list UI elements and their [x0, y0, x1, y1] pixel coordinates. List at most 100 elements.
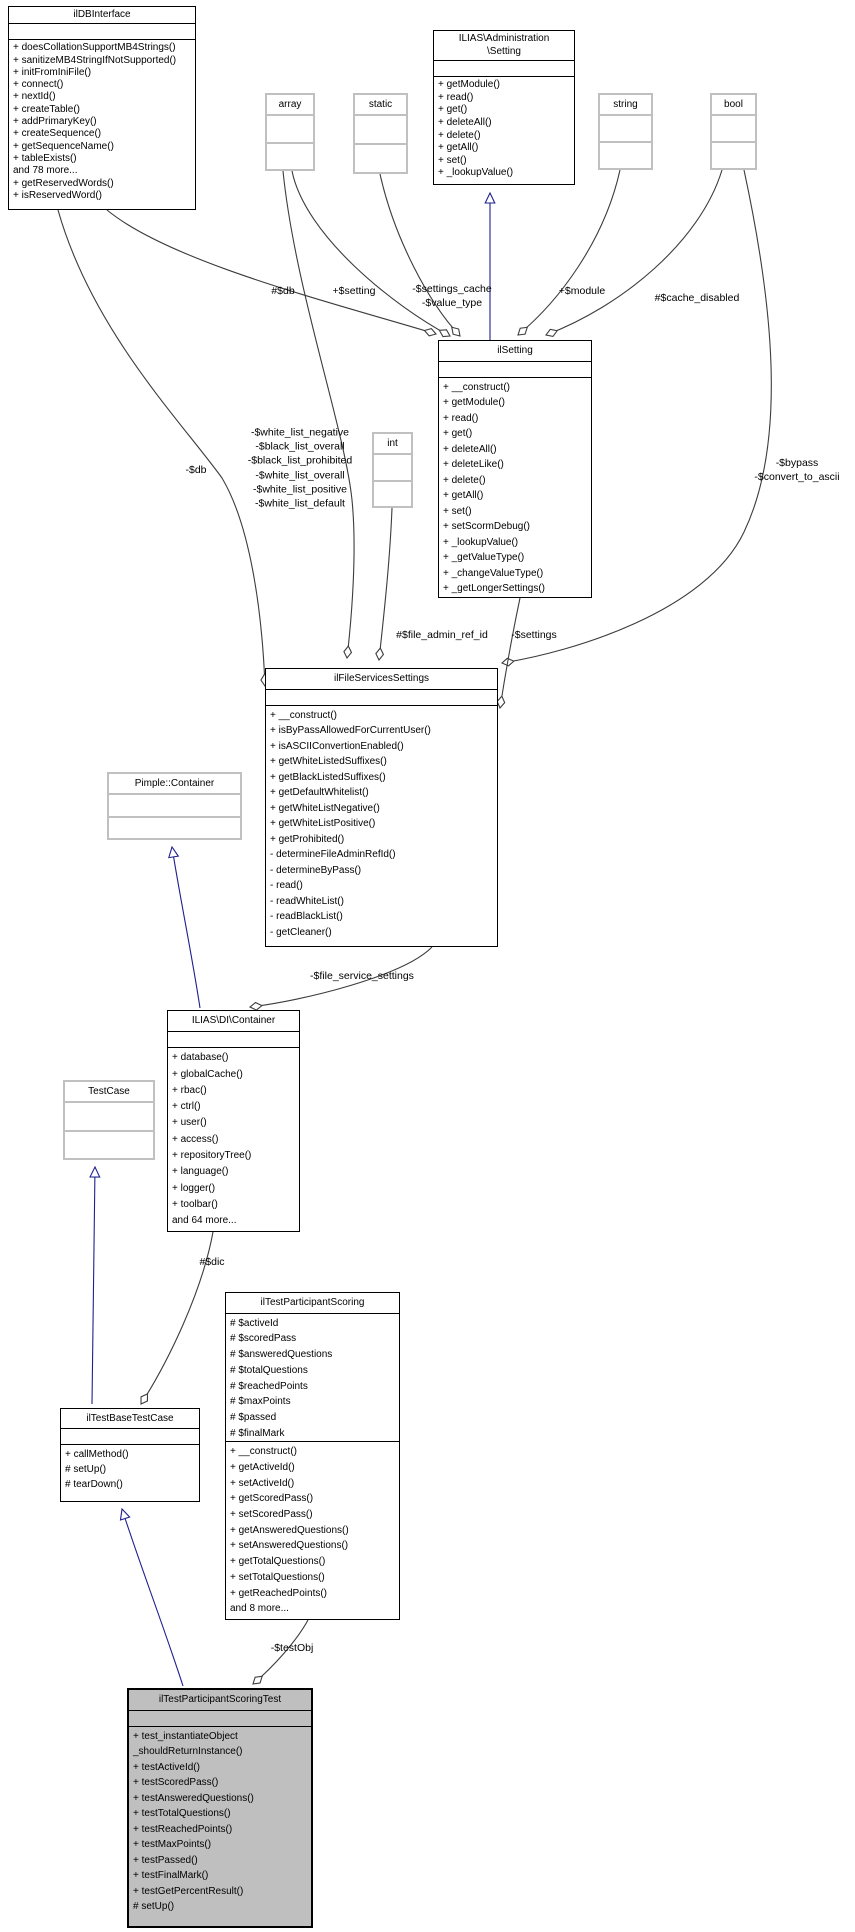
class-title-line: string: [613, 99, 638, 110]
attribute-label: # $scoredPass: [230, 1333, 297, 1345]
method-label: + set(): [438, 154, 467, 166]
edge-label-cache-disabled: #$cache_disabled: [655, 291, 740, 305]
method-label: + sanitizeMB4StringIfNotSupported(): [13, 54, 177, 66]
methods-compartment: + database()+ globalCache()+ rbac()+ ctr…: [168, 1047, 299, 1231]
method-label: + isByPassAllowedForCurrentUser(): [270, 725, 431, 736]
attributes-compartment: [9, 23, 195, 39]
class-title: ILIAS\Administration\Setting: [434, 31, 574, 60]
class-title: bool: [712, 95, 755, 114]
edge-label-file-service-settings: -$file_service_settings: [310, 969, 414, 983]
edge-dbinterface-ilsetting: [106, 209, 436, 334]
attributes-compartment: [61, 1428, 199, 1444]
edge-label-line: #$db: [271, 284, 295, 297]
edge-label-line: -$black_list_prohibited: [247, 454, 353, 467]
edge-label-dic: #$dic: [199, 1255, 224, 1269]
method-label: + __construct(): [443, 381, 510, 393]
attribute-label: # $reachedPoints: [230, 1380, 308, 1392]
method-label: + testScoredPass(): [133, 1777, 219, 1788]
method-label: + getTotalQuestions(): [230, 1556, 326, 1568]
method-label: + _getValueType(): [443, 552, 525, 563]
method-label: # setUp(): [133, 1901, 175, 1912]
class-node-admin-setting[interactable]: ILIAS\Administration\Setting+ getModule(…: [433, 30, 575, 185]
class-node-int[interactable]: int: [372, 432, 413, 508]
method-label: + _lookupValue(): [438, 167, 514, 179]
class-node-ildbinterface[interactable]: ilDBInterface+ doesCollationSupportMB4St…: [8, 6, 196, 210]
method-label: + deleteAll(): [443, 443, 497, 455]
method-label: + setScoredPass(): [230, 1509, 313, 1521]
method-label: + getAnsweredQuestions(): [230, 1524, 349, 1536]
method-label: + getScoredPass(): [230, 1493, 314, 1505]
class-title: static: [355, 95, 406, 114]
method-label: + _changeValueType(): [443, 567, 544, 579]
method-label: - readWhiteList(): [270, 895, 344, 907]
method-label: + getReservedWords(): [13, 177, 114, 189]
edge-array-ilsetting: [291, 170, 450, 336]
method-label: + repositoryTree(): [172, 1150, 252, 1162]
attribute-label: # $activeId: [230, 1317, 279, 1329]
class-node-iltestbasetestcase[interactable]: ilTestBaseTestCase+ callMethod()# setUp(…: [60, 1408, 200, 1502]
class-title: ILIAS\DI\Container: [168, 1011, 299, 1031]
class-node-iltestparticipantscoring[interactable]: ilTestParticipantScoring# $activeId# $sc…: [225, 1292, 400, 1620]
method-label: - determineFileAdminRefId(): [270, 849, 396, 860]
edge-label-line: -$bypass: [775, 456, 819, 469]
edge-inherit-testbase-testcase: [89, 1165, 101, 1405]
method-label: + createSequence(): [13, 128, 102, 140]
class-node-bool[interactable]: bool: [710, 93, 757, 170]
edge-label-db2: -$db: [185, 463, 206, 477]
method-label: + _getLongerSettings(): [443, 583, 546, 594]
edge-int-fileservices: [379, 507, 393, 660]
class-node-array[interactable]: array: [265, 93, 315, 171]
method-label: + getReachedPoints(): [230, 1587, 328, 1599]
class-node-ilfileservicessettings[interactable]: ilFileServicesSettings+ __construct()+ i…: [265, 668, 498, 947]
edge-label-bypass: -$bypass-$convert_to_ascii: [754, 456, 839, 484]
class-title: ilDBInterface: [9, 7, 195, 23]
method-label: + testPassed(): [133, 1854, 198, 1866]
method-label: + tableExists(): [13, 152, 77, 164]
edge-label-line: +$setting: [332, 284, 376, 297]
attributes-compartment: [168, 1031, 299, 1047]
class-node-testcase[interactable]: TestCase: [63, 1080, 155, 1160]
edge-inherit-dicontainer-pimple: [168, 845, 201, 1009]
method-label: + setActiveId(): [230, 1477, 295, 1489]
class-node-iltestparticipantscoringtest[interactable]: ilTestParticipantScoringTest+ test_insta…: [127, 1688, 313, 1928]
attributes-compartment: [600, 114, 651, 141]
method-label: # setUp(): [65, 1464, 107, 1475]
edge-array-fileservices: [282, 170, 355, 658]
edge-label-line: #$file_admin_ref_id: [396, 628, 488, 641]
methods-compartment: [355, 143, 406, 172]
class-node-static[interactable]: static: [353, 93, 408, 174]
attributes-compartment: [267, 114, 313, 142]
method-label: + delete(): [443, 474, 486, 486]
method-label: + testTotalQuestions(): [133, 1808, 231, 1819]
method-label: + getBlackListedSuffixes(): [270, 771, 386, 783]
attributes-compartment: [434, 60, 574, 76]
attribute-label: # $passed: [230, 1411, 277, 1423]
methods-compartment: + __construct()+ isByPassAllowedForCurre…: [266, 704, 497, 947]
method-label: + addPrimaryKey(): [13, 116, 97, 128]
methods-compartment: + callMethod()# setUp()# tearDown(): [61, 1444, 199, 1501]
method-label: + setAnsweredQuestions(): [230, 1540, 349, 1552]
method-label: + logger(): [172, 1182, 216, 1194]
edge-dbinterface-fileservices: [57, 209, 265, 686]
method-label: + testMaxPoints(): [133, 1839, 212, 1850]
method-label: + testGetPercentResult(): [133, 1885, 244, 1897]
class-node-pimple-container[interactable]: Pimple::Container: [107, 772, 242, 840]
methods-compartment: [65, 1129, 153, 1159]
class-title-line: ilSetting: [497, 345, 533, 356]
method-label: + get(): [438, 104, 468, 116]
edge-label-line: -$file_service_settings: [310, 969, 414, 982]
methods-compartment: + __construct()+ getActiveId()+ setActiv…: [226, 1441, 399, 1619]
class-node-string[interactable]: string: [598, 93, 653, 170]
edge-inherit-scoringtest-testbase: [119, 1507, 184, 1687]
class-title-line: int: [387, 438, 398, 449]
class-node-ilsetting[interactable]: ilSetting+ __construct()+ getModule()+ r…: [438, 340, 592, 598]
method-label: + getDefaultWhitelist(): [270, 787, 369, 798]
method-label: + getWhiteListNegative(): [270, 802, 380, 814]
class-node-di-container[interactable]: ILIAS\DI\Container + database()+ globalCa…: [167, 1010, 300, 1232]
method-label: + ctrl(): [172, 1101, 201, 1113]
class-title: Pimple::Container: [109, 774, 240, 793]
class-title-line: array: [278, 99, 302, 110]
method-label: + test_instantiateObject _shouldReturnIn…: [133, 1730, 243, 1758]
method-label: + getActiveId(): [230, 1461, 295, 1473]
